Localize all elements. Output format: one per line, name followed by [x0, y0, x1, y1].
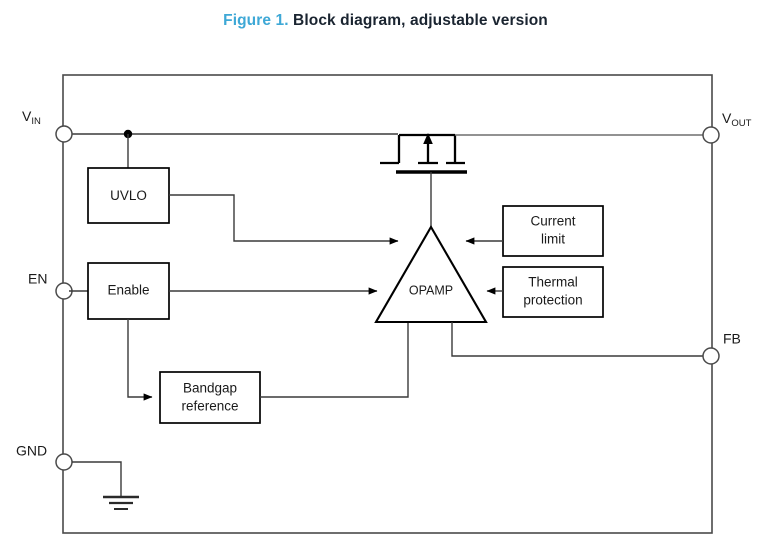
figure-caption: Block diagram, adjustable version	[293, 12, 548, 29]
block-current-limit-line2: limit	[541, 232, 565, 247]
block-bandgap-line2: reference	[181, 399, 238, 414]
pin-label-en: EN	[28, 271, 47, 287]
block-current-limit-line1: Current	[530, 214, 575, 229]
opamp-block[interactable]	[374, 224, 488, 324]
block-thermal-protection[interactable]	[502, 266, 604, 318]
device-boundary	[62, 74, 713, 534]
block-enable-label: Enable	[107, 283, 149, 298]
pin-vin[interactable]	[55, 125, 73, 143]
block-uvlo-label: UVLO	[110, 188, 147, 203]
pin-label-vin: VIN	[22, 108, 41, 127]
block-enable[interactable]	[87, 262, 170, 320]
pin-label-gnd: GND	[16, 443, 47, 459]
enable-to-bandgap-wire	[127, 319, 153, 401]
uvlo-to-opamp-wire	[169, 194, 399, 245]
figure-title: Figure 1. Block diagram, adjustable vers…	[0, 12, 771, 30]
block-thermal-line1: Thermal	[528, 275, 578, 290]
pin-label-vout: VOUT	[722, 110, 752, 129]
pin-fb[interactable]	[702, 347, 720, 365]
mosfet-body-arrow-head	[423, 133, 433, 144]
gnd-wire	[72, 461, 122, 497]
figure-number: Figure 1.	[223, 12, 289, 29]
pin-gnd[interactable]	[55, 453, 73, 471]
bandgap-to-opamp-wire	[260, 322, 409, 398]
block-current-limit[interactable]	[502, 205, 604, 257]
pin-label-fb: FB	[723, 331, 741, 347]
opamp-to-fb-wire	[451, 322, 706, 357]
block-bandgap-line1: Bandgap	[183, 381, 237, 396]
opamp-label: OPAMP	[409, 283, 453, 297]
block-thermal-line2: protection	[523, 293, 582, 308]
pin-vout[interactable]	[702, 126, 720, 144]
